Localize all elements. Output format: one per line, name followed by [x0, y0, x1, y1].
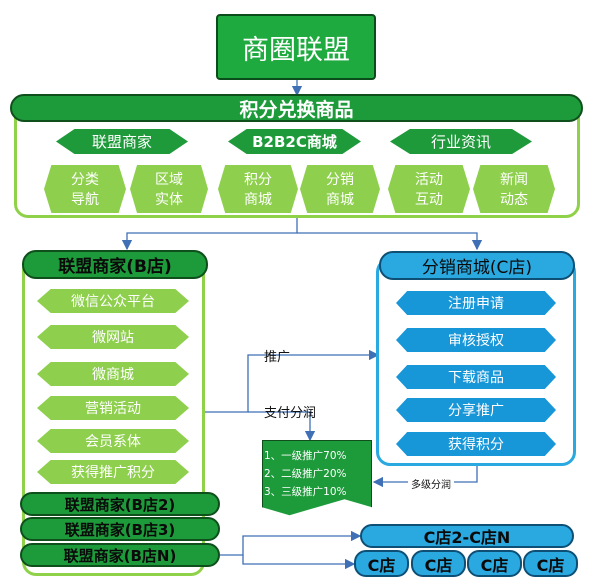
step-download: 下载商品: [396, 365, 556, 389]
item-category-nav: 分类 导航: [44, 165, 126, 213]
c-store-4: C店: [523, 550, 578, 577]
step-promo-points: 获得推广积分: [37, 460, 189, 484]
c-store-2: C店: [411, 550, 466, 577]
label-promote: 推广: [264, 350, 291, 365]
step-micro-site: 微网站: [37, 325, 189, 349]
commission-level-2: 2、二级推广20%: [264, 468, 347, 480]
item-distribution-mall: 分销 商城: [300, 165, 380, 213]
label-commission: 支付分润: [264, 406, 317, 421]
group-label-b2b2c: B2B2C商城: [228, 129, 361, 154]
step-micro-mall: 微商城: [37, 362, 189, 386]
alliance-merchant-b2: 联盟商家(B店2): [20, 492, 220, 516]
step-marketing: 营销活动: [37, 396, 189, 420]
step-member-system: 会员系体: [37, 429, 189, 453]
c-stores-header: C店2-C店N: [360, 524, 574, 548]
step-review: 审核授权: [396, 328, 556, 352]
c-store-3: C店: [467, 550, 522, 577]
item-points-mall: 积分 商城: [218, 165, 298, 213]
distribution-mall-header: 分销商城(C店): [379, 251, 575, 280]
alliance-merchant-b3: 联盟商家(B店3): [20, 517, 220, 541]
commission-level-1: 1、一级推广70%: [264, 450, 347, 462]
commission-doc-text: 1、一级推广70% 2、二级推广20% 3、三级推广10%: [264, 447, 370, 501]
alliance-merchant-header: 联盟商家(B店): [22, 250, 208, 279]
page-title: 商圈联盟: [216, 14, 376, 80]
label-multi-level: 多级分润: [408, 476, 454, 491]
step-wechat-platform: 微信公众平台: [37, 289, 189, 313]
item-news: 新闻 动态: [473, 165, 555, 213]
step-earn-points: 获得积分: [396, 432, 556, 456]
points-mall-header: 积分兑换商品: [10, 94, 583, 122]
alliance-merchant-bn: 联盟商家(B店N): [20, 543, 220, 567]
item-regional-entity: 区域 实体: [130, 165, 208, 213]
group-label-alliance: 联盟商家: [56, 129, 188, 154]
item-activity: 活动 互动: [388, 165, 470, 213]
commission-level-3: 3、三级推广10%: [264, 486, 347, 498]
group-label-industry: 行业资讯: [390, 129, 532, 154]
c-store-1: C店: [354, 550, 409, 577]
step-register: 注册申请: [396, 291, 556, 315]
step-share: 分享推广: [396, 398, 556, 422]
